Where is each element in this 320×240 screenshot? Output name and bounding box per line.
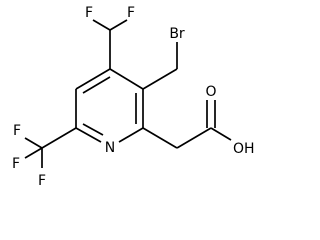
atom-label-f-top-right: F [127,5,135,21]
structure-svg: F F Br N O OH F F F [12,5,255,189]
bond-c4-c3 [109,68,144,90]
trifluoromethyl-group [24,127,77,168]
pyridine-ring [75,68,144,143]
atom-label-f-cf3-top: F [13,123,21,139]
bond-c2-n [118,127,144,143]
bond-c2-ch2 [142,127,178,149]
acetic-acid-group [142,100,232,149]
atom-label-oh: OH [233,141,255,157]
atom-label-f-cf3-bottom: F [38,173,46,189]
bond-c-oh [210,127,232,141]
atom-label-f-top-left: F [85,5,93,21]
bond-n-c6 [75,127,102,143]
bond-c5-c4 [75,68,111,90]
bond-chf2-f-right [109,19,128,31]
bond-cf3-f-top [24,137,43,149]
bond-c5-c4-inner [82,76,111,94]
bond-cf3-f-left [24,147,43,159]
difluoromethyl-group [92,19,128,69]
bond-c3-ch2 [142,68,178,90]
bond-chf2-f-left [92,19,111,31]
atom-label-o: O [205,84,216,100]
atom-label-n: N [105,140,115,156]
atom-label-f-cf3-left: F [12,156,20,172]
bromomethyl-group [142,42,178,90]
bond-ch2-cooh [176,127,212,149]
bond-n-c6-inner [82,123,104,136]
molecule-diagram: F F Br N O OH F F F [12,5,255,189]
bond-c6-cf3 [41,127,77,149]
atom-label-br: Br [169,26,185,42]
